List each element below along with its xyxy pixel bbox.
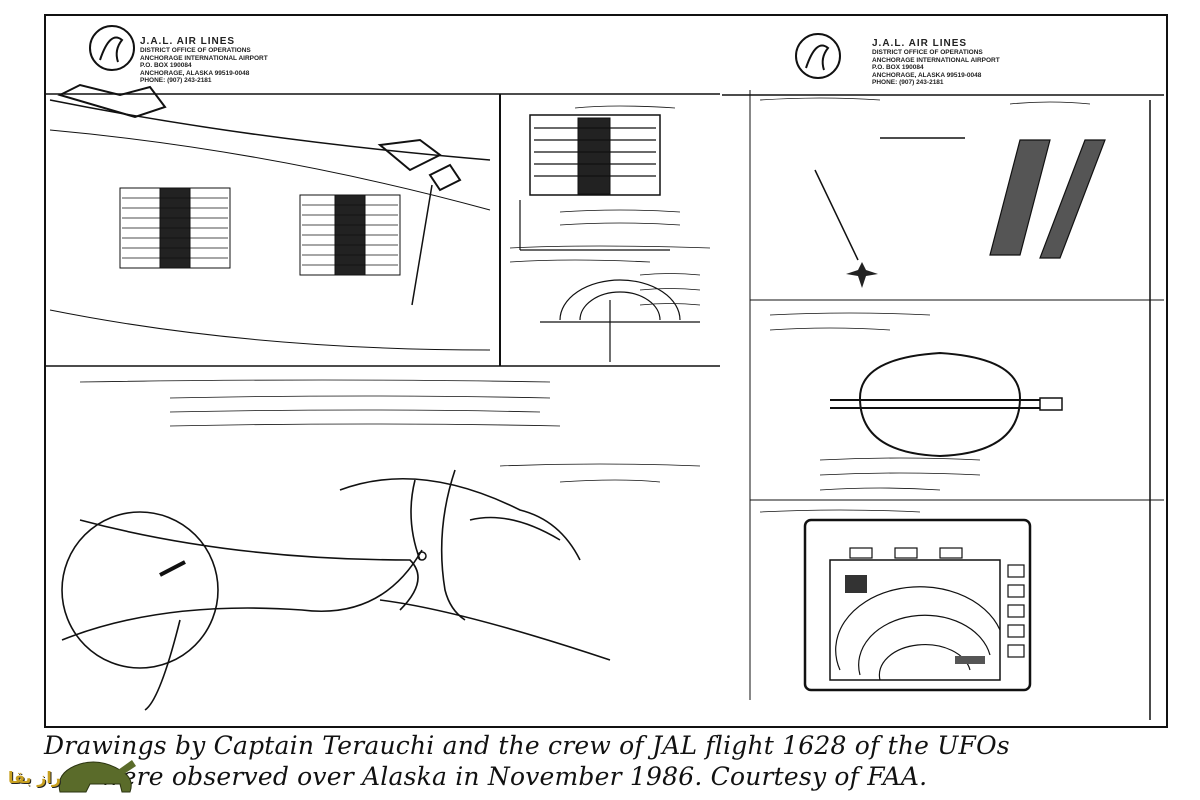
letterhead-right-line: ANCHORAGE, ALASKA 99519-0048	[872, 71, 982, 79]
letterhead-right-line: P.O. BOX 190084	[872, 64, 924, 71]
letterhead-left-line: P.O. BOX 190084	[140, 62, 192, 69]
letterhead-left-line: ANCHORAGE INTERNATIONAL AIRPORT	[140, 54, 268, 62]
letterhead-left-line: ANCHORAGE, ALASKA 99519-0048	[140, 69, 250, 77]
letterhead-right-line: DISTRICT OFFICE OF OPERATIONS	[872, 49, 983, 56]
caption-line-1: Drawings by Captain Terauchi and the cre…	[44, 731, 1010, 760]
letterhead-right-line: PHONE: (907) 243-2181	[872, 79, 944, 86]
letterhead-right: J.A.L. AIR LINES DISTRICT OFFICE OF OPER…	[872, 38, 1000, 87]
letterhead-left-line: DISTRICT OFFICE OF OPERATIONS	[140, 47, 251, 54]
letterhead-left: J.A.L. AIR LINES DISTRICT OFFICE OF OPER…	[140, 36, 268, 85]
jal-crane-logo-right	[795, 33, 841, 79]
letterhead-left-line: PHONE: (907) 243-2181	[140, 77, 212, 84]
caption-line-2: were observed over Alaska in November 19…	[100, 762, 928, 791]
watermark-text: راز بقا	[8, 768, 62, 787]
letterhead-right-line: ANCHORAGE INTERNATIONAL AIRPORT	[872, 56, 1000, 64]
figure-caption: Drawings by Captain Terauchi and the cre…	[44, 730, 1164, 792]
jal-crane-logo-left	[89, 25, 135, 71]
letterhead-right-title: J.A.L. AIR LINES	[872, 38, 968, 49]
letterhead-left-title: J.A.L. AIR LINES	[140, 36, 236, 47]
watermark-animal-icon	[58, 760, 136, 793]
